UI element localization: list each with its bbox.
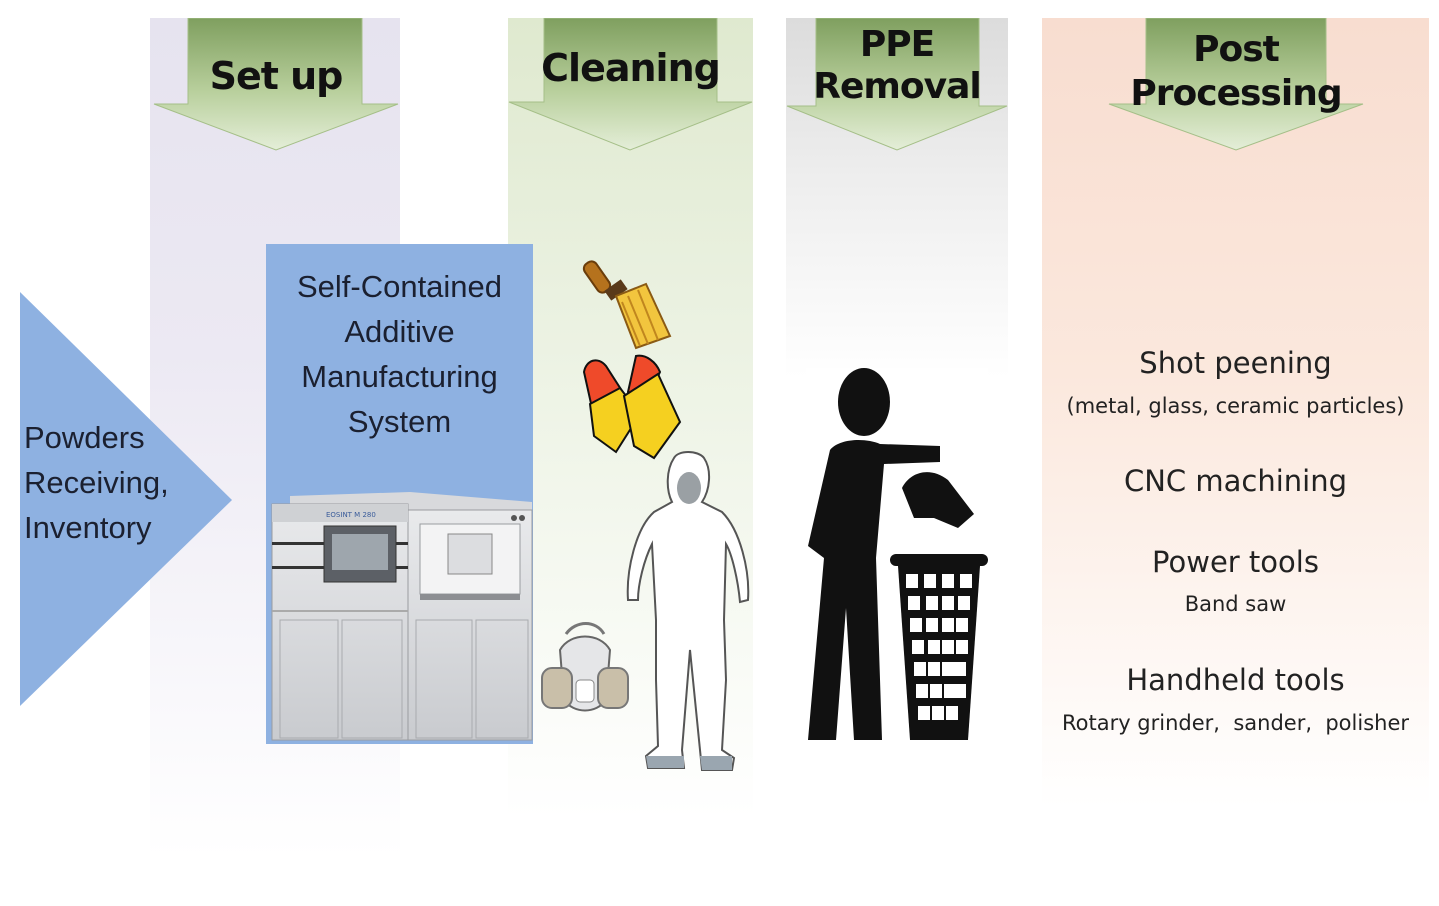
post-item-detail: (metal, glass, ceramic particles) bbox=[1066, 394, 1405, 418]
post-item-detail: Band saw bbox=[1184, 592, 1287, 616]
input-line2: Receiving, bbox=[24, 465, 169, 500]
trash-disposal-icon bbox=[806, 368, 988, 744]
post-processing-stage-arrow: Post Processing bbox=[1108, 18, 1364, 152]
ppe-label-line2: Removal bbox=[813, 66, 981, 107]
am-machine-icon: EOSINT M 280 bbox=[271, 492, 533, 741]
powders-input-arrow bbox=[0, 290, 240, 714]
post-label-line1: Post bbox=[1193, 29, 1280, 70]
system-line2: Additive bbox=[344, 314, 455, 349]
protective-suit-icon bbox=[626, 451, 750, 771]
respirator-icon bbox=[541, 622, 629, 712]
setup-stage-arrow: Set up bbox=[152, 18, 400, 152]
input-line3: Inventory bbox=[24, 510, 152, 545]
machine-brand-text: EOSINT M 280 bbox=[326, 511, 376, 519]
powders-input-text: Powders Receiving, Inventory bbox=[24, 415, 204, 550]
post-item-title: Handheld tools bbox=[1126, 663, 1345, 697]
cleaning-label: Cleaning bbox=[541, 46, 721, 90]
am-system-box: Self-Contained Additive Manufacturing Sy… bbox=[266, 244, 533, 744]
system-line1: Self-Contained bbox=[296, 269, 503, 304]
post-item-title: Power tools bbox=[1152, 545, 1319, 579]
ppe-removal-stage-arrow: PPE Removal bbox=[786, 18, 1008, 152]
system-line3: Manufacturing bbox=[301, 359, 498, 394]
brush-icon bbox=[582, 260, 672, 350]
am-system-title: Self-Contained Additive Manufacturing Sy… bbox=[266, 264, 533, 444]
post-item-title: CNC machining bbox=[1123, 464, 1348, 498]
post-item-detail: Rotary grinder, sander, polisher bbox=[1061, 711, 1410, 735]
setup-label: Set up bbox=[209, 54, 344, 98]
ppe-label-line1: PPE bbox=[859, 24, 935, 65]
cleaning-stage-arrow: Cleaning bbox=[508, 18, 753, 152]
system-line4: System bbox=[347, 404, 452, 439]
ppe-removal-label: PPE Removal bbox=[786, 24, 1008, 108]
post-item-title: Shot peening bbox=[1139, 346, 1332, 380]
post-processing-list: Shot peening (metal, glass, ceramic part… bbox=[1042, 0, 1429, 906]
post-label-line2: Processing bbox=[1130, 73, 1342, 114]
gloves-icon bbox=[582, 354, 682, 460]
post-processing-label: Post Processing bbox=[1108, 28, 1364, 116]
input-line1: Powders bbox=[24, 420, 145, 455]
